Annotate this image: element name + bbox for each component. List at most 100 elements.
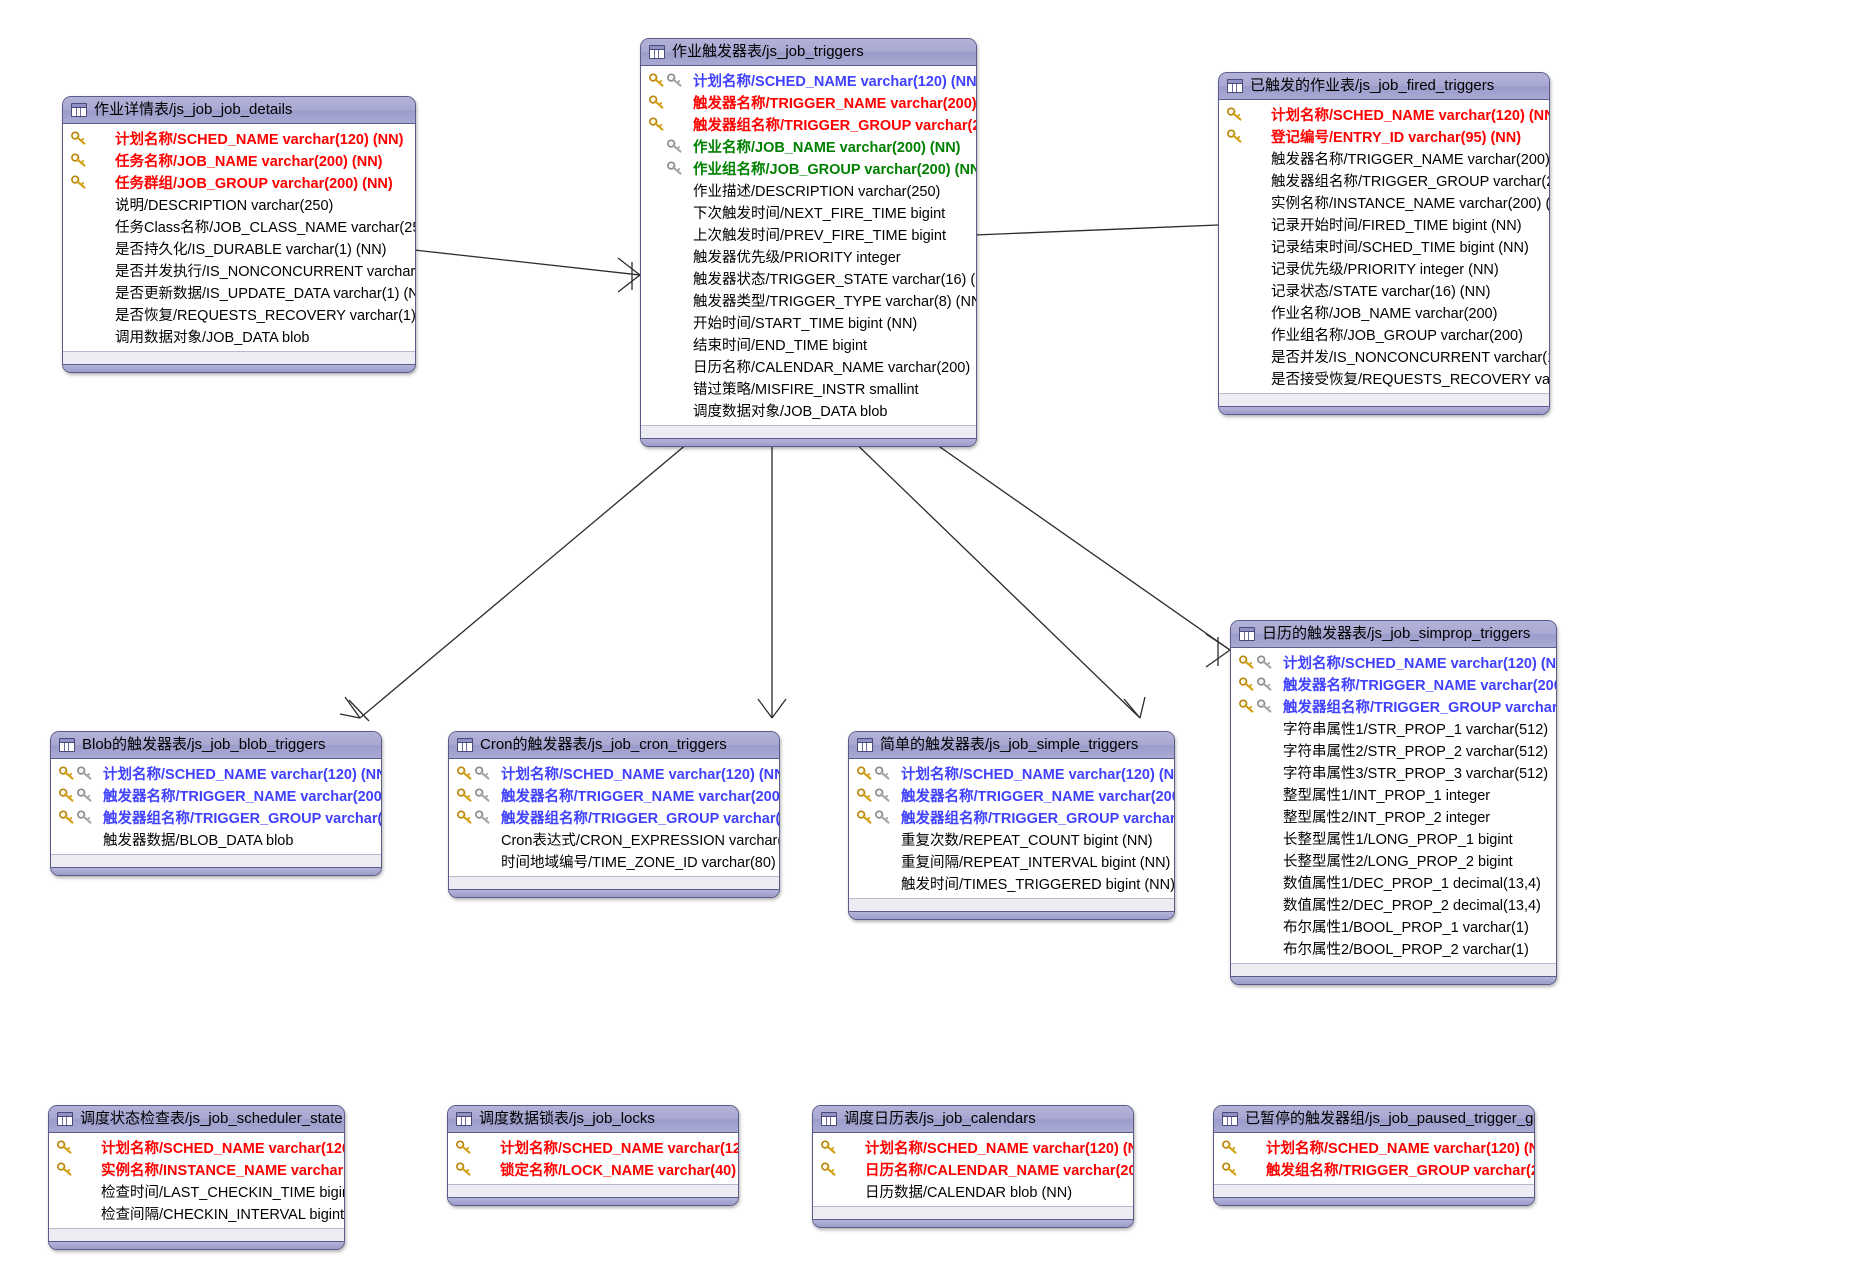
column-row[interactable]: 布尔属性2/BOOL_PROP_2 varchar(1): [1231, 937, 1556, 959]
column-row[interactable]: 检查时间/LAST_CHECKIN_TIME bigint (NN): [49, 1180, 344, 1202]
entity-scheduler_state[interactable]: 调度状态检查表/js_job_scheduler_state 计划名称/SCHED…: [48, 1105, 345, 1250]
column-row[interactable]: 计划名称/SCHED_NAME varchar(120) (NN): [1214, 1136, 1534, 1158]
column-row[interactable]: 计划名称/SCHED_NAME varchar(120) (NN): [1219, 103, 1549, 125]
entity-header-locks[interactable]: 调度数据锁表/js_job_locks: [448, 1106, 738, 1133]
column-row[interactable]: 是否持久化/IS_DURABLE varchar(1) (NN): [63, 237, 415, 259]
entity-header-triggers[interactable]: 作业触发器表/js_job_triggers: [641, 39, 976, 66]
column-row[interactable]: 整型属性2/INT_PROP_2 integer: [1231, 805, 1556, 827]
column-row[interactable]: 说明/DESCRIPTION varchar(250): [63, 193, 415, 215]
column-row[interactable]: 记录优先级/PRIORITY integer (NN): [1219, 257, 1549, 279]
entity-blob_triggers[interactable]: Blob的触发器表/js_job_blob_triggers 计划名称/SCHED…: [50, 731, 382, 876]
column-row[interactable]: 开始时间/START_TIME bigint (NN): [641, 311, 976, 333]
column-row[interactable]: 计划名称/SCHED_NAME varchar(120) (NN): [49, 1136, 344, 1158]
column-row[interactable]: 作业组名称/JOB_GROUP varchar(200): [1219, 323, 1549, 345]
entity-header-paused_trigger_grps[interactable]: 已暂停的触发器组/js_job_paused_trigger_grps: [1214, 1106, 1534, 1133]
entity-header-job_details[interactable]: 作业详情表/js_job_job_details: [63, 97, 415, 124]
column-row[interactable]: 触发器名称/TRIGGER_NAME varchar(200) (NN): [449, 784, 779, 806]
column-row[interactable]: 触发器名称/TRIGGER_NAME varchar(200) (NN): [1219, 147, 1549, 169]
column-row[interactable]: 触发组名称/TRIGGER_GROUP varchar(200) (NN): [1214, 1158, 1534, 1180]
column-row[interactable]: 记录状态/STATE varchar(16) (NN): [1219, 279, 1549, 301]
column-row[interactable]: 计划名称/SCHED_NAME varchar(120) (NN): [849, 762, 1174, 784]
entity-header-fired_triggers[interactable]: 已触发的作业表/js_job_fired_triggers: [1219, 73, 1549, 100]
entity-simprop_triggers[interactable]: 日历的触发器表/js_job_simprop_triggers 计划名称/SCHE…: [1230, 620, 1557, 985]
column-row[interactable]: 上次触发时间/PREV_FIRE_TIME bigint: [641, 223, 976, 245]
column-row[interactable]: 检查间隔/CHECKIN_INTERVAL bigint (NN): [49, 1202, 344, 1224]
column-row[interactable]: 计划名称/SCHED_NAME varchar(120) (NN): [449, 762, 779, 784]
entity-header-cron_triggers[interactable]: Cron的触发器表/js_job_cron_triggers: [449, 732, 779, 759]
column-row[interactable]: Cron表达式/CRON_EXPRESSION varchar(120) (NN…: [449, 828, 779, 850]
column-row[interactable]: 下次触发时间/NEXT_FIRE_TIME bigint: [641, 201, 976, 223]
column-row[interactable]: 触发器优先级/PRIORITY integer: [641, 245, 976, 267]
column-row[interactable]: 触发器组名称/TRIGGER_GROUP varchar(200) (NN): [641, 113, 976, 135]
column-row[interactable]: 触发器组名称/TRIGGER_GROUP varchar(200) (NN): [1231, 695, 1556, 717]
column-row[interactable]: 时间地域编号/TIME_ZONE_ID varchar(80): [449, 850, 779, 872]
column-row[interactable]: 作业描述/DESCRIPTION varchar(250): [641, 179, 976, 201]
column-row[interactable]: 触发器组名称/TRIGGER_GROUP varchar(200) (NN): [449, 806, 779, 828]
entity-fired_triggers[interactable]: 已触发的作业表/js_job_fired_triggers 计划名称/SCHED_…: [1218, 72, 1550, 415]
column-row[interactable]: 错过策略/MISFIRE_INSTR smallint: [641, 377, 976, 399]
column-row[interactable]: 任务名称/JOB_NAME varchar(200) (NN): [63, 149, 415, 171]
column-row[interactable]: 计划名称/SCHED_NAME varchar(120) (NN): [63, 127, 415, 149]
column-row[interactable]: 作业名称/JOB_NAME varchar(200): [1219, 301, 1549, 323]
column-row[interactable]: 布尔属性1/BOOL_PROP_1 varchar(1): [1231, 915, 1556, 937]
column-row[interactable]: 触发器数据/BLOB_DATA blob: [51, 828, 381, 850]
column-row[interactable]: 调度数据对象/JOB_DATA blob: [641, 399, 976, 421]
column-row[interactable]: 结束时间/END_TIME bigint: [641, 333, 976, 355]
column-row[interactable]: 触发器组名称/TRIGGER_GROUP varchar(200) (NN): [849, 806, 1174, 828]
column-row[interactable]: 日历数据/CALENDAR blob (NN): [813, 1180, 1133, 1202]
column-row[interactable]: 触发器名称/TRIGGER_NAME varchar(200) (NN): [641, 91, 976, 113]
column-row[interactable]: 锁定名称/LOCK_NAME varchar(40) (NN): [448, 1158, 738, 1180]
column-row[interactable]: 实例名称/INSTANCE_NAME varchar(200) (NN): [49, 1158, 344, 1180]
column-row[interactable]: 整型属性1/INT_PROP_1 integer: [1231, 783, 1556, 805]
column-row[interactable]: 任务群组/JOB_GROUP varchar(200) (NN): [63, 171, 415, 193]
column-row[interactable]: 数值属性2/DEC_PROP_2 decimal(13,4): [1231, 893, 1556, 915]
column-row[interactable]: 触发器组名称/TRIGGER_GROUP varchar(200) (NN): [51, 806, 381, 828]
column-row[interactable]: 记录开始时间/FIRED_TIME bigint (NN): [1219, 213, 1549, 235]
column-row[interactable]: 计划名称/SCHED_NAME varchar(120) (NN): [51, 762, 381, 784]
column-row[interactable]: 是否恢复/REQUESTS_RECOVERY varchar(1) (NN): [63, 303, 415, 325]
column-row[interactable]: 调用数据对象/JOB_DATA blob: [63, 325, 415, 347]
entity-header-blob_triggers[interactable]: Blob的触发器表/js_job_blob_triggers: [51, 732, 381, 759]
column-row[interactable]: 触发器状态/TRIGGER_STATE varchar(16) (NN): [641, 267, 976, 289]
column-row[interactable]: 是否并发/IS_NONCONCURRENT varchar(1): [1219, 345, 1549, 367]
column-row[interactable]: 作业组名称/JOB_GROUP varchar(200) (NN): [641, 157, 976, 179]
column-row[interactable]: 是否接受恢复/REQUESTS_RECOVERY varchar(1): [1219, 367, 1549, 389]
entity-triggers[interactable]: 作业触发器表/js_job_triggers 计划名称/SCHED_NAME va…: [640, 38, 977, 447]
column-row[interactable]: 触发时间/TIMES_TRIGGERED bigint (NN): [849, 872, 1174, 894]
column-row[interactable]: 任务Class名称/JOB_CLASS_NAME varchar(250) (N…: [63, 215, 415, 237]
column-row[interactable]: 记录结束时间/SCHED_TIME bigint (NN): [1219, 235, 1549, 257]
column-row[interactable]: 字符串属性3/STR_PROP_3 varchar(512): [1231, 761, 1556, 783]
column-row[interactable]: 计划名称/SCHED_NAME varchar(120) (NN): [641, 69, 976, 91]
entity-job_details[interactable]: 作业详情表/js_job_job_details 计划名称/SCHED_NAME …: [62, 96, 416, 373]
entity-header-simprop_triggers[interactable]: 日历的触发器表/js_job_simprop_triggers: [1231, 621, 1556, 648]
entity-calendars[interactable]: 调度日历表/js_job_calendars 计划名称/SCHED_NAME va…: [812, 1105, 1134, 1228]
column-row[interactable]: 触发器名称/TRIGGER_NAME varchar(200) (NN): [849, 784, 1174, 806]
entity-simple_triggers[interactable]: 简单的触发器表/js_job_simple_triggers 计划名称/SCHED…: [848, 731, 1175, 920]
column-row[interactable]: 重复次数/REPEAT_COUNT bigint (NN): [849, 828, 1174, 850]
column-row[interactable]: 字符串属性2/STR_PROP_2 varchar(512): [1231, 739, 1556, 761]
column-row[interactable]: 是否并发执行/IS_NONCONCURRENT varchar(1) (NN): [63, 259, 415, 281]
column-row[interactable]: 作业名称/JOB_NAME varchar(200) (NN): [641, 135, 976, 157]
column-row[interactable]: 触发器名称/TRIGGER_NAME varchar(200) (NN): [1231, 673, 1556, 695]
entity-header-scheduler_state[interactable]: 调度状态检查表/js_job_scheduler_state: [49, 1106, 344, 1133]
column-row[interactable]: 长整型属性1/LONG_PROP_1 bigint: [1231, 827, 1556, 849]
column-row[interactable]: 实例名称/INSTANCE_NAME varchar(200) (NN): [1219, 191, 1549, 213]
column-row[interactable]: 触发器组名称/TRIGGER_GROUP varchar(200) (NN): [1219, 169, 1549, 191]
column-row[interactable]: 触发器类型/TRIGGER_TYPE varchar(8) (NN): [641, 289, 976, 311]
column-row[interactable]: 长整型属性2/LONG_PROP_2 bigint: [1231, 849, 1556, 871]
column-row[interactable]: 是否更新数据/IS_UPDATE_DATA varchar(1) (NN): [63, 281, 415, 303]
column-row[interactable]: 计划名称/SCHED_NAME varchar(120) (NN): [1231, 651, 1556, 673]
column-row[interactable]: 字符串属性1/STR_PROP_1 varchar(512): [1231, 717, 1556, 739]
entity-header-calendars[interactable]: 调度日历表/js_job_calendars: [813, 1106, 1133, 1133]
column-row[interactable]: 登记编号/ENTRY_ID varchar(95) (NN): [1219, 125, 1549, 147]
column-row[interactable]: 数值属性1/DEC_PROP_1 decimal(13,4): [1231, 871, 1556, 893]
column-row[interactable]: 日历名称/CALENDAR_NAME varchar(200) (NN): [813, 1158, 1133, 1180]
column-row[interactable]: 计划名称/SCHED_NAME varchar(120) (NN): [448, 1136, 738, 1158]
entity-locks[interactable]: 调度数据锁表/js_job_locks 计划名称/SCHED_NAME varch…: [447, 1105, 739, 1206]
column-row[interactable]: 计划名称/SCHED_NAME varchar(120) (NN): [813, 1136, 1133, 1158]
column-row[interactable]: 触发器名称/TRIGGER_NAME varchar(200) (NN): [51, 784, 381, 806]
entity-paused_trigger_grps[interactable]: 已暂停的触发器组/js_job_paused_trigger_grps 计划名称/…: [1213, 1105, 1535, 1206]
entity-header-simple_triggers[interactable]: 简单的触发器表/js_job_simple_triggers: [849, 732, 1174, 759]
column-row[interactable]: 日历名称/CALENDAR_NAME varchar(200): [641, 355, 976, 377]
column-row[interactable]: 重复间隔/REPEAT_INTERVAL bigint (NN): [849, 850, 1174, 872]
